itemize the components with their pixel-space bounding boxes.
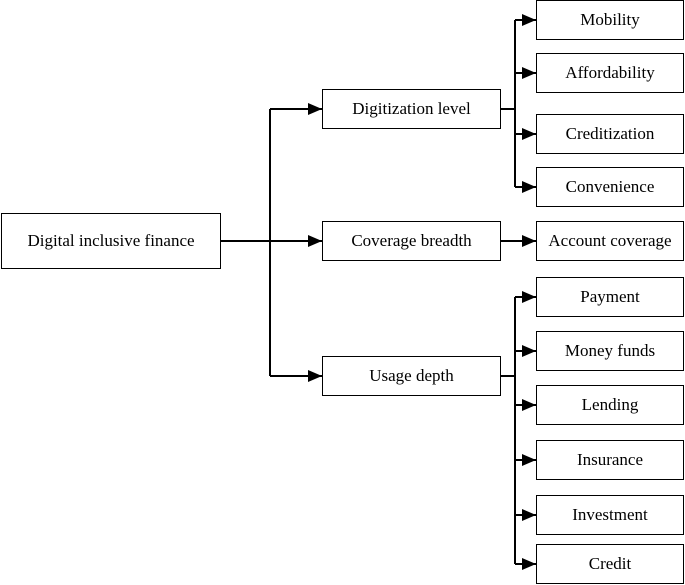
category-coverage-breadth: Coverage breadth (322, 221, 501, 261)
leaf-creditization: Creditization (536, 114, 684, 154)
leaf-payment: Payment (536, 277, 684, 317)
leaf-affordability: Affordability (536, 53, 684, 93)
leaf-mobility: Mobility (536, 0, 684, 40)
leaf-lending: Lending (536, 385, 684, 425)
leaf-money-funds: Money funds (536, 331, 684, 371)
leaf-account-coverage: Account coverage (536, 221, 684, 261)
leaf-investment: Investment (536, 495, 684, 535)
root-node: Digital inclusive finance (1, 213, 221, 269)
category-digitization-level: Digitization level (322, 89, 501, 129)
leaf-insurance: Insurance (536, 440, 684, 480)
leaf-credit: Credit (536, 544, 684, 584)
leaf-convenience: Convenience (536, 167, 684, 207)
category-usage-depth: Usage depth (322, 356, 501, 396)
